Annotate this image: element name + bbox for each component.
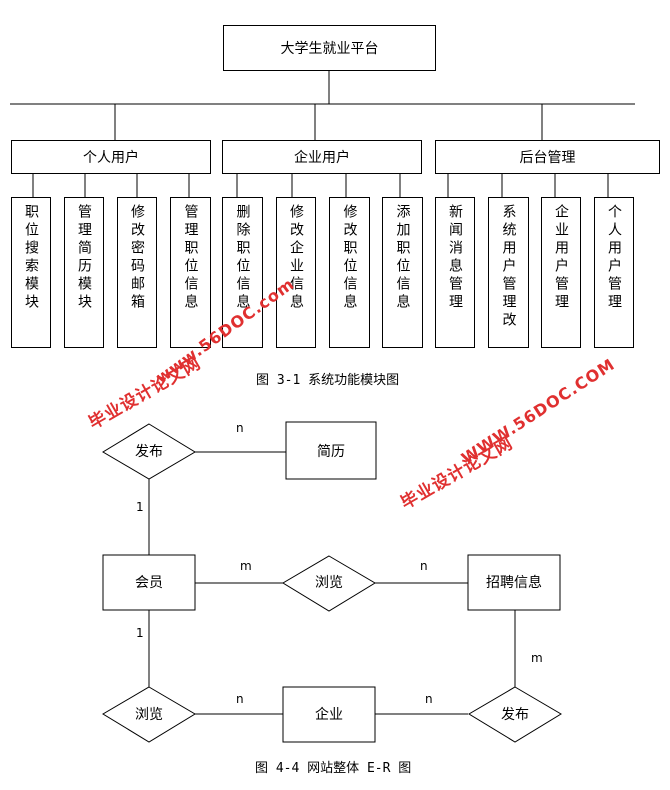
relation-publish-top [102,423,196,480]
module-label: 企业用户管理 [553,204,569,312]
module-label: 删除职位信息 [234,204,251,312]
module-box: 管理职位信息 [170,197,211,348]
module-label: 修改企业信息 [288,204,304,312]
relation-publish-right [468,686,562,743]
entity-member [102,554,196,611]
module-box: 添加职位信息 [382,197,423,348]
root-module-box: 大学生就业平台 [223,25,436,71]
cardinality-label: 1 [136,626,144,640]
relation-label: 发布 [501,707,529,723]
module-label: 个人用户管理 [606,204,622,312]
group-personal-users: 个人用户 [11,140,211,174]
entity-label: 企业 [315,706,343,723]
module-box: 新闻消息管理 [435,197,475,348]
entity-label: 简历 [317,443,345,460]
module-box: 系统用户管理改 [488,197,529,348]
relation-label: 发布 [135,444,163,460]
entity-label: 招聘信息 [486,574,542,591]
module-box: 修改密码邮箱 [117,197,157,348]
module-box: 管理简历模块 [64,197,104,348]
module-label: 修改职位信息 [341,204,358,312]
module-box: 职位搜索模块 [11,197,51,348]
cardinality-label: m [240,559,252,573]
entity-company [282,686,376,743]
entity-job-info [467,554,561,611]
module-label: 管理简历模块 [76,204,92,312]
group-label: 企业用户 [294,150,350,166]
module-label: 添加职位信息 [394,204,411,312]
cardinality-label: n [236,692,244,706]
cardinality-label: m [531,651,543,665]
module-box: 删除职位信息 [222,197,263,348]
root-module-label: 大学生就业平台 [280,41,379,57]
module-box: 修改职位信息 [329,197,370,348]
module-label: 系统用户管理改 [500,204,517,330]
group-label: 个人用户 [83,150,139,166]
relation-browse-mid [282,555,376,612]
figure-caption-modules: 图 3-1 系统功能模块图 [256,373,400,388]
entity-label: 会员 [135,575,163,591]
entity-resume [285,421,377,480]
group-enterprise-users: 企业用户 [222,140,422,174]
module-label: 新闻消息管理 [447,204,463,312]
tree-connectors [10,71,635,197]
er-diagram: 简历 会员 招聘信息 企业 发布 浏览 浏览 发布 n 1 m n 1 n n … [102,421,562,743]
relation-browse-bottom [102,686,196,743]
module-box: 个人用户管理 [594,197,634,348]
cardinality-label: n [420,559,428,573]
cardinality-label: n [236,421,244,435]
cardinality-label: 1 [136,500,144,514]
module-label: 职位搜索模块 [23,204,39,312]
relation-label: 浏览 [135,707,163,723]
relation-label: 浏览 [315,575,343,591]
group-label: 后台管理 [519,150,576,166]
cardinality-label: n [425,692,433,706]
module-box: 修改企业信息 [276,197,316,348]
figure-caption-er: 图 4-4 网站整体 E-R 图 [255,761,412,776]
group-backend-admin: 后台管理 [435,140,660,174]
module-box: 企业用户管理 [541,197,581,348]
module-label: 修改密码邮箱 [129,204,145,312]
module-label: 管理职位信息 [182,204,199,312]
